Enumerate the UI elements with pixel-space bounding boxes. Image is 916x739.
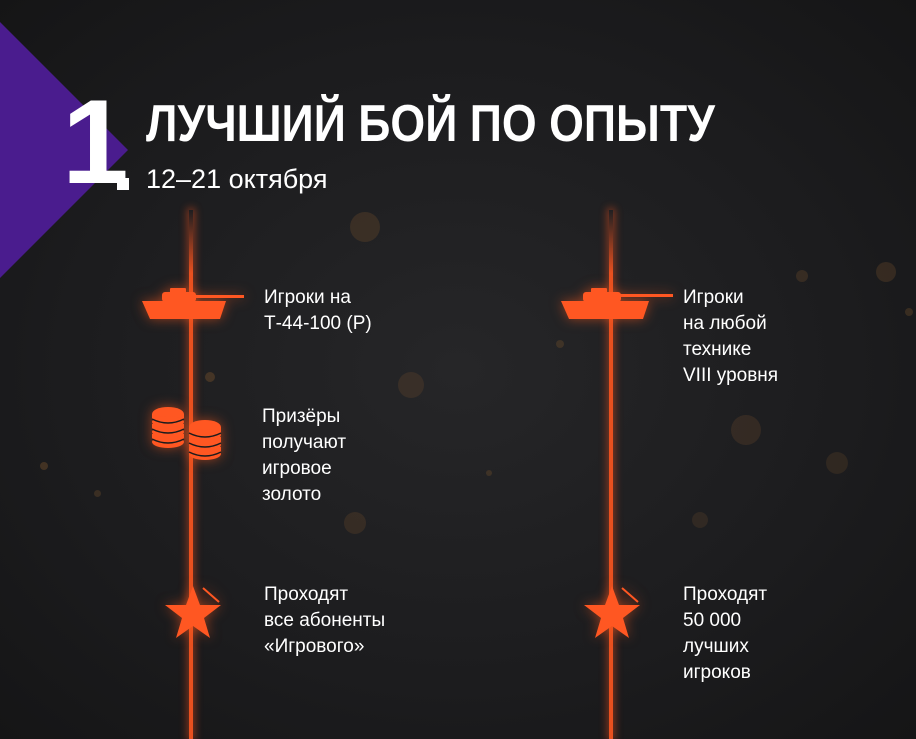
right-item-1-label: Игроки на любой технике VIII уровня bbox=[683, 287, 779, 386]
section-number-dot bbox=[117, 178, 129, 190]
left-item-2-label: Призёры получают игровое золото bbox=[262, 406, 347, 505]
spark-decoration bbox=[344, 512, 366, 534]
purple-corner-triangle bbox=[0, 22, 128, 278]
star-icon bbox=[584, 586, 640, 638]
spark-decoration bbox=[486, 470, 492, 476]
spark-decoration bbox=[692, 512, 708, 528]
spark-decoration bbox=[556, 340, 564, 348]
spark-decoration bbox=[205, 372, 215, 382]
spark-decoration bbox=[40, 462, 48, 470]
spark-decoration bbox=[905, 308, 913, 316]
section-number: 1 bbox=[62, 75, 129, 209]
spark-decoration bbox=[94, 490, 101, 497]
gold-coins-icon bbox=[151, 407, 222, 460]
star-icon bbox=[165, 586, 221, 638]
spark-decoration bbox=[796, 270, 808, 282]
spark-decoration bbox=[350, 212, 380, 242]
tank-icon bbox=[561, 288, 673, 319]
spark-decoration bbox=[398, 372, 424, 398]
spark-decoration bbox=[731, 415, 761, 445]
page-title: ЛУЧШИЙ БОЙ ПО ОПЫТУ bbox=[146, 95, 715, 153]
spark-decoration bbox=[876, 262, 896, 282]
spark-decoration bbox=[826, 452, 848, 474]
left-item-3-label: Проходят все абоненты «Игрового» bbox=[264, 584, 386, 657]
right-item-2-label: Проходят 50 000 лучших игроков bbox=[683, 584, 768, 683]
left-timeline-line bbox=[189, 210, 193, 739]
date-range: 12–21 октября bbox=[146, 164, 328, 194]
left-item-1-label: Игроки на Т-44-100 (Р) bbox=[264, 287, 372, 334]
right-timeline-line bbox=[609, 210, 613, 739]
tank-icon bbox=[142, 288, 244, 319]
